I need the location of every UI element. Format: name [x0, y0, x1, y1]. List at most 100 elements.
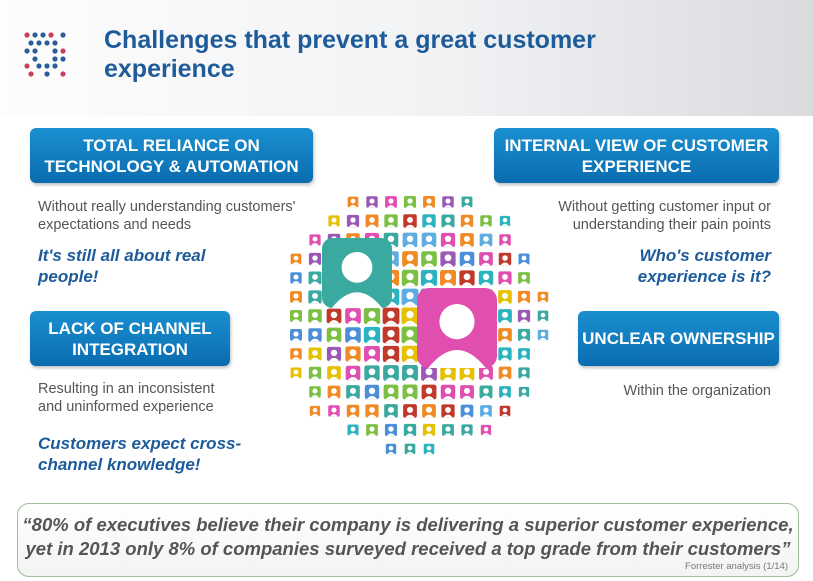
heading-text: TOTAL RELIANCE ON TECHNOLOGY & AUTOMATIO…	[44, 135, 299, 176]
face-icon	[363, 307, 381, 325]
panel-description-technology: Without really understanding customers' …	[38, 199, 296, 233]
face-icon	[345, 308, 361, 324]
face-icon	[479, 233, 493, 247]
face-icon	[460, 214, 474, 228]
face-icon	[459, 251, 475, 267]
face-icon	[404, 443, 416, 455]
face-icon	[537, 291, 549, 303]
face-icon	[308, 366, 322, 380]
face-icon	[309, 405, 321, 417]
face-icon	[364, 346, 380, 362]
face-icon	[441, 404, 455, 418]
panel-heading-channel: LACK OF CHANNEL INTEGRATION	[30, 311, 230, 366]
face-icon	[518, 348, 530, 360]
face-icon	[537, 310, 549, 322]
face-icon	[422, 404, 436, 418]
face-icon	[421, 251, 437, 267]
face-icon	[382, 326, 400, 344]
face-icon	[366, 424, 378, 436]
face-icon	[290, 291, 302, 303]
face-icon	[460, 233, 474, 247]
face-icon	[365, 404, 379, 418]
face-icon	[518, 367, 530, 379]
face-icon	[478, 270, 494, 286]
face-icon	[423, 196, 435, 208]
face-icon	[308, 328, 322, 342]
face-icon	[498, 366, 512, 380]
heading-text: UNCLEAR OWNERSHIP	[582, 329, 775, 348]
panel-description-channel: Resulting in an inconsistent and uninfor…	[38, 381, 215, 415]
face-icon	[401, 307, 419, 325]
face-icon	[309, 386, 321, 398]
panel-emphasis-technology: It's still all about real people!	[38, 246, 206, 286]
face-icon	[442, 424, 454, 436]
face-icon	[480, 424, 492, 436]
face-icon	[517, 328, 531, 342]
face-icon	[422, 214, 436, 228]
face-icon	[290, 253, 302, 265]
page-title: Challenges that prevent a great customer…	[104, 26, 596, 83]
face-icon	[384, 214, 398, 228]
face-icon	[327, 366, 341, 380]
panel-emphasis-internal-view: Who's customer experience is it?	[637, 246, 771, 286]
face-icon	[327, 385, 341, 399]
face-icon	[518, 272, 530, 284]
face-icon	[322, 238, 392, 308]
face-icon	[308, 271, 322, 285]
face-icon	[402, 384, 418, 400]
quote-box: “80% of executives believe their company…	[17, 503, 799, 577]
face-icon	[346, 214, 360, 228]
face-icon	[402, 365, 418, 381]
face-icon	[347, 196, 359, 208]
face-icon	[347, 424, 359, 436]
face-icon	[403, 214, 417, 228]
face-icon	[401, 326, 419, 344]
face-icon	[364, 384, 380, 400]
face-icon	[346, 385, 360, 399]
face-icon	[403, 404, 417, 418]
face-icon	[440, 251, 456, 267]
face-icon	[290, 329, 302, 341]
face-icon	[402, 251, 418, 267]
face-icon	[459, 270, 475, 286]
face-icon	[498, 347, 512, 361]
face-icon	[421, 232, 437, 248]
face-icon	[290, 367, 302, 379]
face-icon	[517, 290, 531, 304]
face-icon	[499, 405, 511, 417]
face-icon	[308, 347, 322, 361]
face-icon	[401, 269, 419, 287]
face-icon	[328, 215, 340, 227]
panel-heading-internal-view: INTERNAL VIEW OF CUSTOMER EXPERIENCE	[494, 128, 779, 183]
face-icon	[517, 309, 531, 323]
face-icon	[440, 384, 456, 400]
face-icon	[460, 404, 474, 418]
panel-heading-technology: TOTAL RELIANCE ON TECHNOLOGY & AUTOMATIO…	[30, 128, 313, 183]
face-icon	[364, 365, 380, 381]
panel-description-internal-view: Without getting customer input or unders…	[558, 199, 771, 233]
face-icon	[420, 269, 438, 287]
face-icon	[289, 309, 303, 323]
face-icon	[363, 326, 381, 344]
face-icon	[421, 384, 437, 400]
face-icon	[308, 309, 322, 323]
face-icon	[403, 195, 417, 209]
face-icon	[518, 253, 530, 265]
face-icon	[326, 346, 342, 362]
face-icon	[403, 423, 417, 437]
face-icon	[461, 196, 473, 208]
face-icon	[385, 196, 397, 208]
face-icon	[479, 366, 493, 380]
face-icon	[442, 196, 454, 208]
face-icon	[498, 290, 512, 304]
panel-description-ownership: Within the organization	[623, 383, 772, 399]
face-icon	[345, 346, 361, 362]
face-icon	[479, 252, 493, 266]
face-icon	[328, 405, 340, 417]
face-icon	[537, 329, 549, 341]
face-icon	[498, 328, 512, 342]
face-icon	[423, 443, 435, 455]
panel-heading-ownership: UNCLEAR OWNERSHIP	[578, 311, 779, 366]
face-icon	[366, 196, 378, 208]
face-icon	[383, 384, 399, 400]
